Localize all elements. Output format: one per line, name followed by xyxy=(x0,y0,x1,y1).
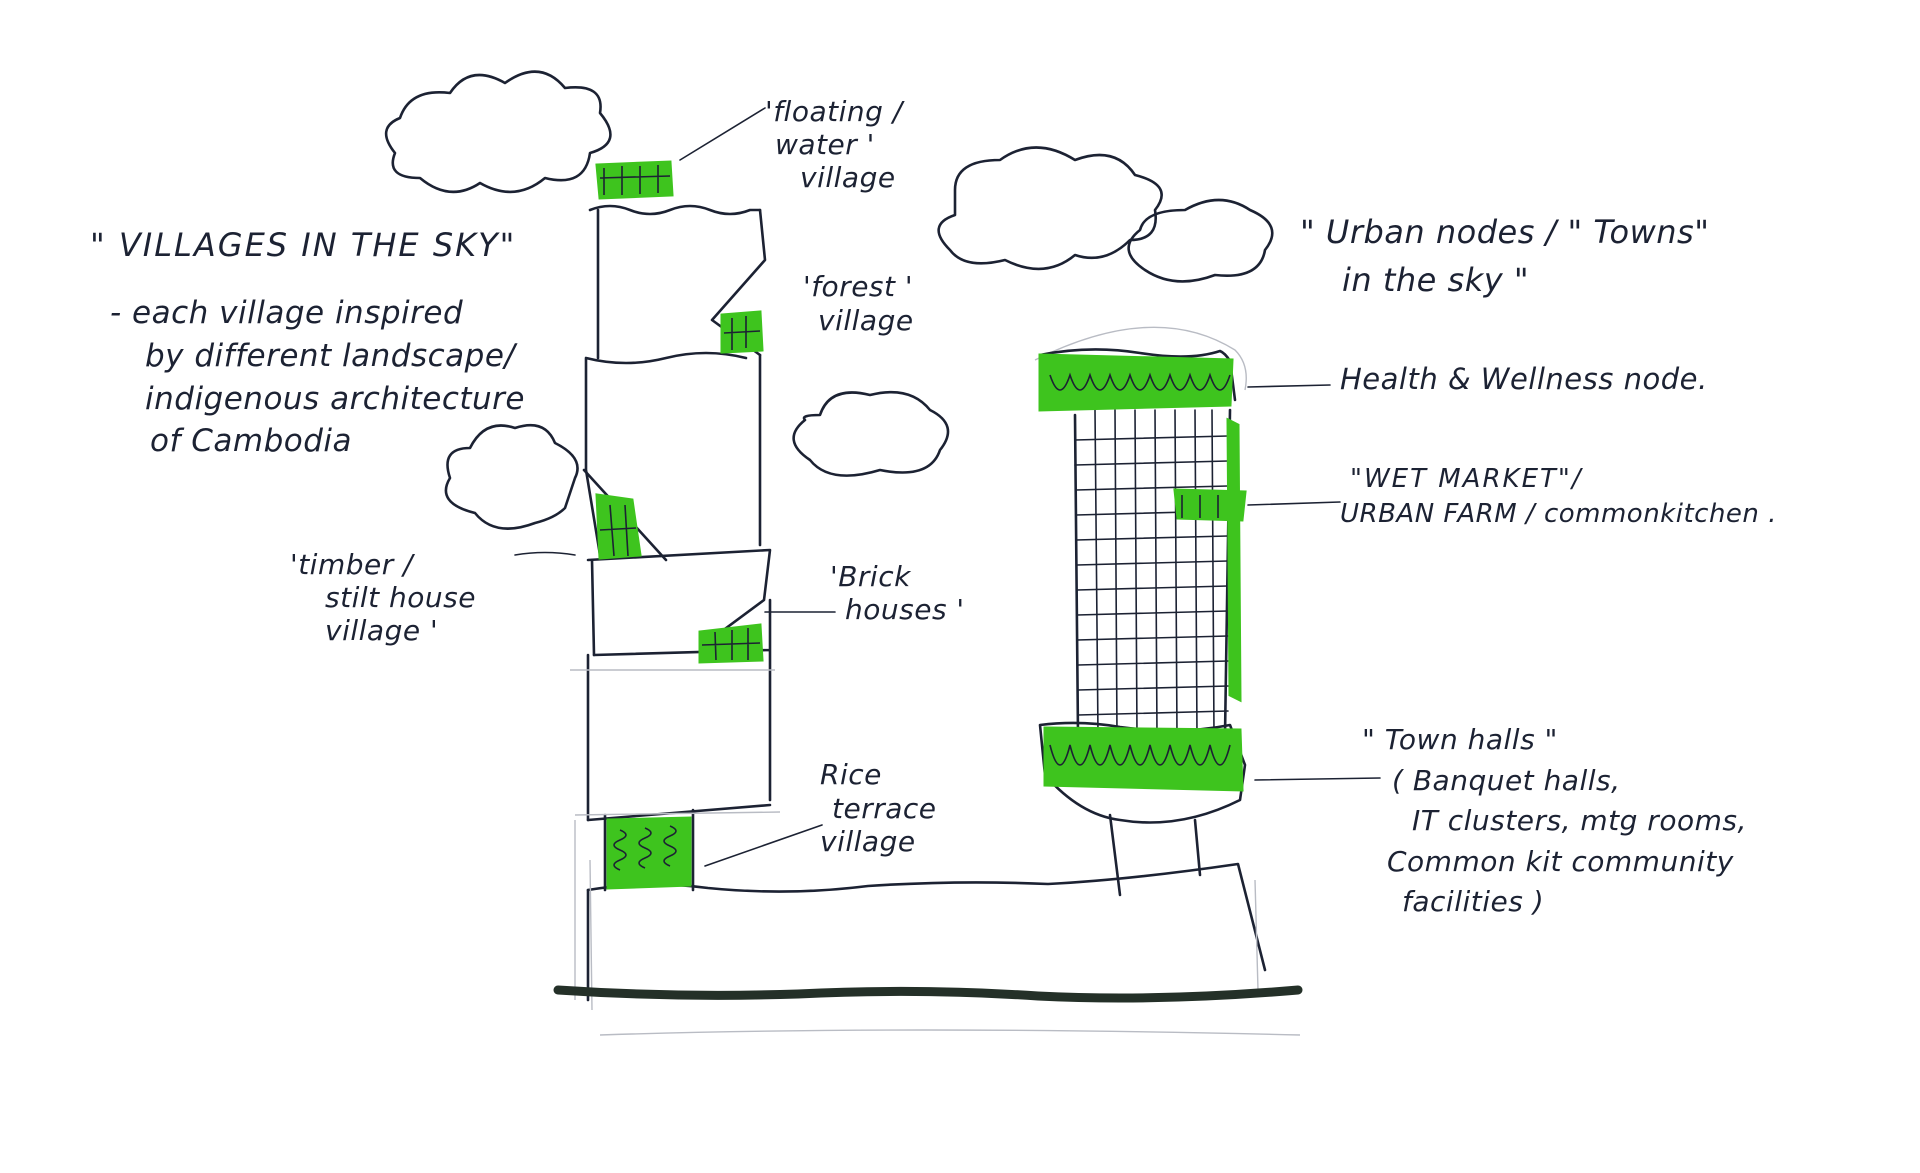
green-hatch xyxy=(599,165,1231,871)
label-health-node: Health & Wellness node. xyxy=(1340,362,1708,396)
label-brick-houses: 'Brick houses ' xyxy=(830,560,965,626)
label-wet-market: "WET MARKET"/ URBAN FARM / commonkitchen… xyxy=(1340,462,1777,532)
label-line: stilt house xyxy=(325,581,476,615)
label-line: 'floating / xyxy=(765,95,903,128)
label-line: village xyxy=(820,825,916,859)
label-line: " Town halls " xyxy=(1362,723,1558,756)
left-heading-title: " VILLAGES IN THE SKY" xyxy=(90,226,517,264)
label-line: houses ' xyxy=(845,593,965,627)
right-heading: " Urban nodes / " Towns" in the sky " xyxy=(1300,208,1709,304)
cloud-icon xyxy=(384,70,612,194)
label-line: Rice xyxy=(820,758,882,791)
right-heading-line: " Urban nodes / " Towns" xyxy=(1300,213,1710,251)
label-timber-village: 'timber / stilt house village ' xyxy=(290,548,476,647)
label-line: village xyxy=(818,303,914,337)
cloud-icon xyxy=(792,390,950,477)
label-line: facilities ) xyxy=(1402,885,1545,919)
label-line: Common kit community xyxy=(1387,844,1734,878)
label-line: 'forest ' xyxy=(803,270,914,303)
label-line: village xyxy=(800,161,896,195)
label-line: water ' xyxy=(775,128,875,162)
left-heading-line: indigenous architecture xyxy=(145,380,526,417)
label-line: "WET MARKET"/ xyxy=(1350,464,1583,494)
left-heading-line: by different landscape/ xyxy=(145,337,516,374)
label-line: URBAN FARM / commonkitchen . xyxy=(1340,499,1777,530)
label-line: ( Banquet halls, xyxy=(1392,763,1621,797)
left-heading-body: - each village inspired by different lan… xyxy=(110,292,525,463)
label-floating-village: 'floating / water ' village xyxy=(765,95,903,194)
label-town-halls: " Town halls " ( Banquet halls, IT clust… xyxy=(1362,720,1747,923)
cloud-icon xyxy=(444,423,579,530)
label-line: 'Brick xyxy=(830,560,911,593)
label-forest-village: 'forest ' village xyxy=(803,270,914,337)
leader-lines xyxy=(514,107,1381,867)
ground-line xyxy=(553,985,1303,1003)
cloud-icon xyxy=(937,146,1274,283)
label-line: IT clusters, mtg rooms, xyxy=(1412,804,1747,838)
label-line: 'timber / xyxy=(290,548,414,581)
right-heading-line: in the sky " xyxy=(1342,261,1530,299)
left-heading-line: - each village inspired xyxy=(110,295,464,331)
label-rice-terrace: Rice terrace village xyxy=(820,758,937,859)
label-line: terrace xyxy=(832,791,937,825)
left-heading-line: of Cambodia xyxy=(150,423,353,460)
label-line: village ' xyxy=(325,614,439,648)
towns-tower xyxy=(1034,326,1247,897)
